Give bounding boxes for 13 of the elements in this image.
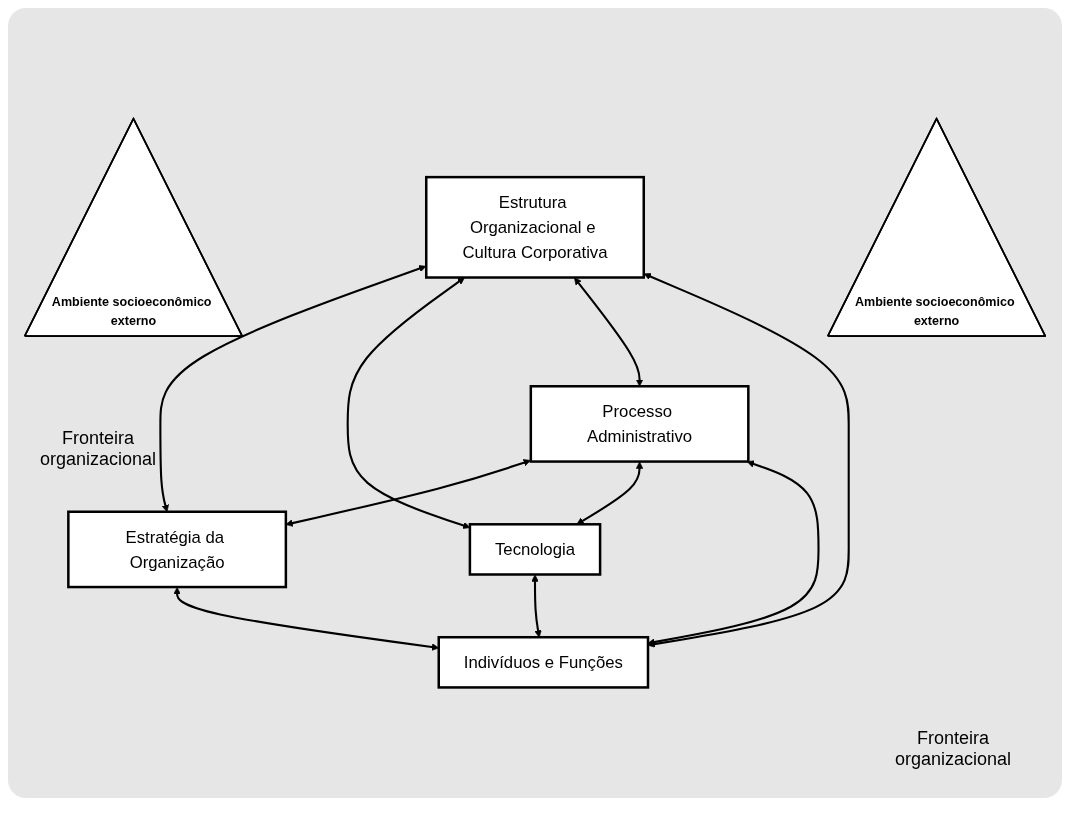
arrow — [285, 459, 531, 527]
arrow — [647, 460, 820, 646]
arrow — [576, 461, 644, 525]
arrow — [574, 277, 644, 387]
node-box: Tecnologia — [468, 523, 602, 576]
boundary-label: Fronteira organizacional — [893, 728, 1013, 770]
node-box: Estratégia da Organização — [67, 510, 288, 589]
node-box: Indivíduos e Funções — [437, 636, 650, 689]
boundary-label: Fronteira organizacional — [38, 428, 158, 470]
arrow — [643, 273, 850, 648]
node-box: Estrutura Organizacional e Cultura Corporativa — [425, 175, 645, 279]
arrow — [531, 574, 542, 638]
node-box: Processo Administrativo — [529, 385, 750, 463]
